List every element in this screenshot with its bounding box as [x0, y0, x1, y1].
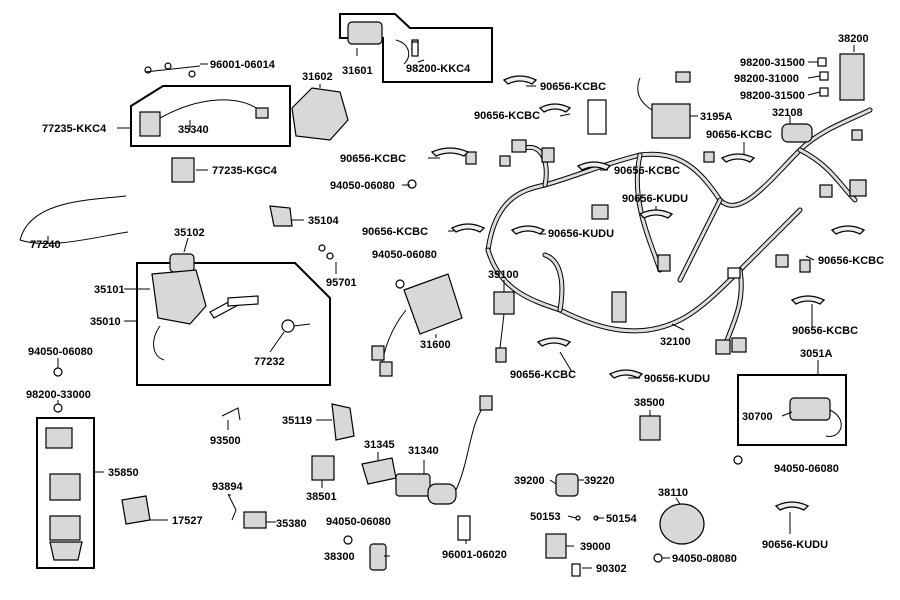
label-77235-kkc4: 77235-KKC4 — [42, 123, 107, 135]
group-box-3051a — [737, 374, 847, 446]
label-94050-06080-5: 94050-06080 — [326, 516, 391, 528]
label-90656-kcbc-6: 90656-KCBC — [362, 226, 428, 238]
label-77235-kgc4: 77235-KGC4 — [212, 165, 278, 177]
main-wiring-harness — [465, 99, 873, 355]
label-35119: 35119 — [282, 415, 312, 427]
label-98200-31500-2: 98200-31500 — [740, 90, 805, 102]
label-38501: 38501 — [306, 491, 337, 503]
part-labels: 96001-06014 31602 31601 98200-KKC4 90656… — [26, 33, 884, 575]
label-35102: 35102 — [174, 227, 205, 239]
label-38200: 38200 — [838, 33, 869, 45]
part-drawings — [19, 21, 865, 577]
label-90656-kudu-1: 90656-KUDU — [622, 193, 688, 205]
label-90656-kcbc-5: 90656-KCBC — [614, 165, 680, 177]
label-38110: 38110 — [658, 487, 688, 499]
label-95701: 95701 — [326, 277, 357, 289]
label-90656-kudu-4: 90656-KUDU — [762, 539, 828, 551]
label-90656-kcbc-9: 90656-KCBC — [510, 369, 576, 381]
label-32108: 32108 — [772, 107, 803, 119]
label-35104: 35104 — [308, 215, 339, 227]
group-box-35850 — [36, 417, 95, 569]
label-31600: 31600 — [420, 339, 451, 351]
label-39200: 39200 — [514, 475, 545, 487]
label-77240: 77240 — [30, 239, 61, 251]
label-31602: 31602 — [302, 71, 333, 83]
label-94050-06080-1: 94050-06080 — [330, 180, 395, 192]
label-39100: 39100 — [488, 269, 519, 281]
label-35340: 35340 — [178, 124, 209, 136]
label-32100: 32100 — [660, 336, 691, 348]
label-90656-kcbc-7: 90656-KCBC — [818, 255, 884, 267]
label-98200-31500-1: 98200-31500 — [740, 57, 805, 69]
label-50154: 50154 — [606, 513, 637, 525]
label-31345: 31345 — [364, 439, 395, 451]
label-3051a: 3051A — [800, 348, 832, 360]
label-98200-31000: 98200-31000 — [734, 73, 799, 85]
label-90656-kudu-3: 90656-KUDU — [644, 373, 710, 385]
label-90302: 90302 — [596, 563, 627, 575]
group-box-77235-kkc4 — [130, 85, 291, 147]
label-38500: 38500 — [634, 397, 665, 409]
label-35380: 35380 — [276, 518, 307, 530]
label-3195a: 3195A — [700, 111, 732, 123]
group-box-35010 — [136, 262, 331, 386]
label-35850: 35850 — [108, 467, 139, 479]
label-96001-06020: 96001-06020 — [442, 549, 507, 561]
label-96001-06014: 96001-06014 — [210, 59, 276, 71]
label-39000: 39000 — [580, 541, 611, 553]
label-77232: 77232 — [254, 356, 285, 368]
label-93500: 93500 — [210, 435, 241, 447]
label-90656-kcbc-4: 90656-KCBC — [340, 153, 406, 165]
label-17527: 17527 — [172, 515, 203, 527]
label-90656-kcbc-1: 90656-KCBC — [540, 81, 606, 93]
label-90656-kcbc-8: 90656-KCBC — [792, 325, 858, 337]
label-98200-33000: 98200-33000 — [26, 389, 91, 401]
label-90656-kcbc-3: 90656-KCBC — [706, 129, 772, 141]
label-98200-kkc4: 98200-KKC4 — [406, 63, 471, 75]
label-94050-06080-3: 94050-06080 — [28, 346, 93, 358]
clip-shapes — [430, 75, 866, 511]
leader-lines — [47, 45, 855, 569]
label-35010: 35010 — [90, 316, 121, 328]
label-94050-08080: 94050-08080 — [672, 553, 737, 565]
label-30700: 30700 — [742, 411, 773, 423]
label-94050-06080-2: 94050-06080 — [372, 249, 437, 261]
label-90656-kcbc-2: 90656-KCBC — [474, 110, 540, 122]
label-39220: 39220 — [584, 475, 615, 487]
label-38300: 38300 — [324, 551, 355, 563]
label-31340: 31340 — [408, 445, 439, 457]
label-31601: 31601 — [342, 65, 373, 77]
label-94050-06080-4: 94050-06080 — [774, 463, 839, 475]
label-90656-kudu-2: 90656-KUDU — [548, 228, 614, 240]
label-50153: 50153 — [530, 511, 561, 523]
label-35101: 35101 — [94, 284, 125, 296]
label-93894: 93894 — [212, 481, 243, 493]
